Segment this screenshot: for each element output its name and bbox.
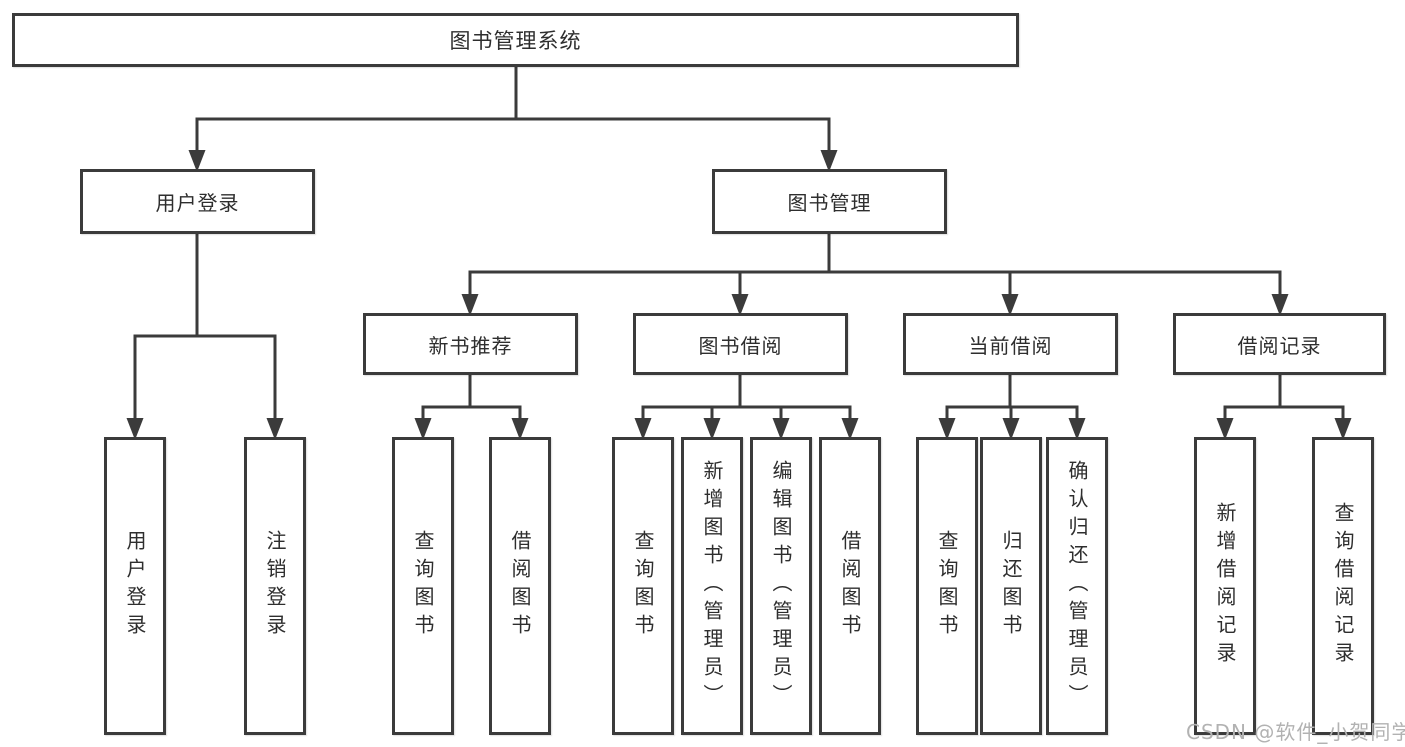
- leaf-return-books: 归还图书: [980, 437, 1042, 735]
- leaf-query-borrow-record: 查询借阅记录: [1312, 437, 1374, 735]
- leaf-edit-books-admin: 编辑图书（管理员）: [750, 437, 812, 735]
- node-user-login-label: 用户登录: [155, 191, 240, 215]
- leaf-add-books-admin: 新增图书（管理员）: [681, 437, 743, 735]
- leaf-logout-label: 注销登录: [263, 530, 287, 642]
- node-book-borrow-label: 图书借阅: [698, 333, 783, 358]
- node-book-mgmt-label: 图书管理: [787, 191, 872, 215]
- node-user-login: 用户登录: [80, 169, 315, 234]
- leaf-query-books-current-label: 查询图书: [935, 530, 959, 642]
- leaf-confirm-return-admin-label: 确认归还（管理员）: [1065, 460, 1089, 712]
- node-current-borrow-label: 当前借阅: [968, 333, 1053, 358]
- node-new-book-rec: 新书推荐: [363, 313, 578, 375]
- leaf-add-borrow-record: 新增借阅记录: [1194, 437, 1256, 735]
- leaf-confirm-return-admin: 确认归还（管理员）: [1046, 437, 1108, 735]
- node-book-mgmt: 图书管理: [712, 169, 947, 234]
- leaf-add-borrow-record-label: 新增借阅记录: [1213, 502, 1237, 670]
- leaf-edit-books-admin-label: 编辑图书（管理员）: [769, 460, 793, 712]
- node-root-system: 图书管理系统: [12, 13, 1019, 67]
- leaf-query-books-rec: 查询图书: [392, 437, 454, 735]
- leaf-return-books-label: 归还图书: [999, 530, 1023, 642]
- csdn-watermark: CSDN @软件_小贺同学: [1186, 720, 1405, 744]
- node-borrow-records-label: 借阅记录: [1237, 333, 1322, 358]
- node-root-label: 图书管理系统: [449, 29, 582, 53]
- leaf-add-books-admin-label: 新增图书（管理员）: [700, 460, 724, 712]
- leaf-borrow-books-rec: 借阅图书: [489, 437, 551, 735]
- leaf-borrow-books-rec-label: 借阅图书: [508, 530, 532, 642]
- leaf-query-borrow-record-label: 查询借阅记录: [1331, 502, 1355, 670]
- leaf-query-books-rec-label: 查询图书: [411, 530, 435, 642]
- node-new-book-rec-label: 新书推荐: [428, 333, 513, 358]
- node-book-borrow: 图书借阅: [633, 313, 848, 375]
- leaf-user-login: 用户登录: [104, 437, 166, 735]
- leaf-query-books-borrow: 查询图书: [612, 437, 674, 735]
- leaf-query-books-borrow-label: 查询图书: [631, 530, 655, 642]
- leaf-query-books-current: 查询图书: [916, 437, 978, 735]
- node-current-borrow: 当前借阅: [903, 313, 1118, 375]
- leaf-borrow-books: 借阅图书: [819, 437, 881, 735]
- leaf-logout: 注销登录: [244, 437, 306, 735]
- leaf-user-login-label: 用户登录: [123, 530, 147, 642]
- leaf-borrow-books-label: 借阅图书: [838, 530, 862, 642]
- node-borrow-records: 借阅记录: [1173, 313, 1386, 375]
